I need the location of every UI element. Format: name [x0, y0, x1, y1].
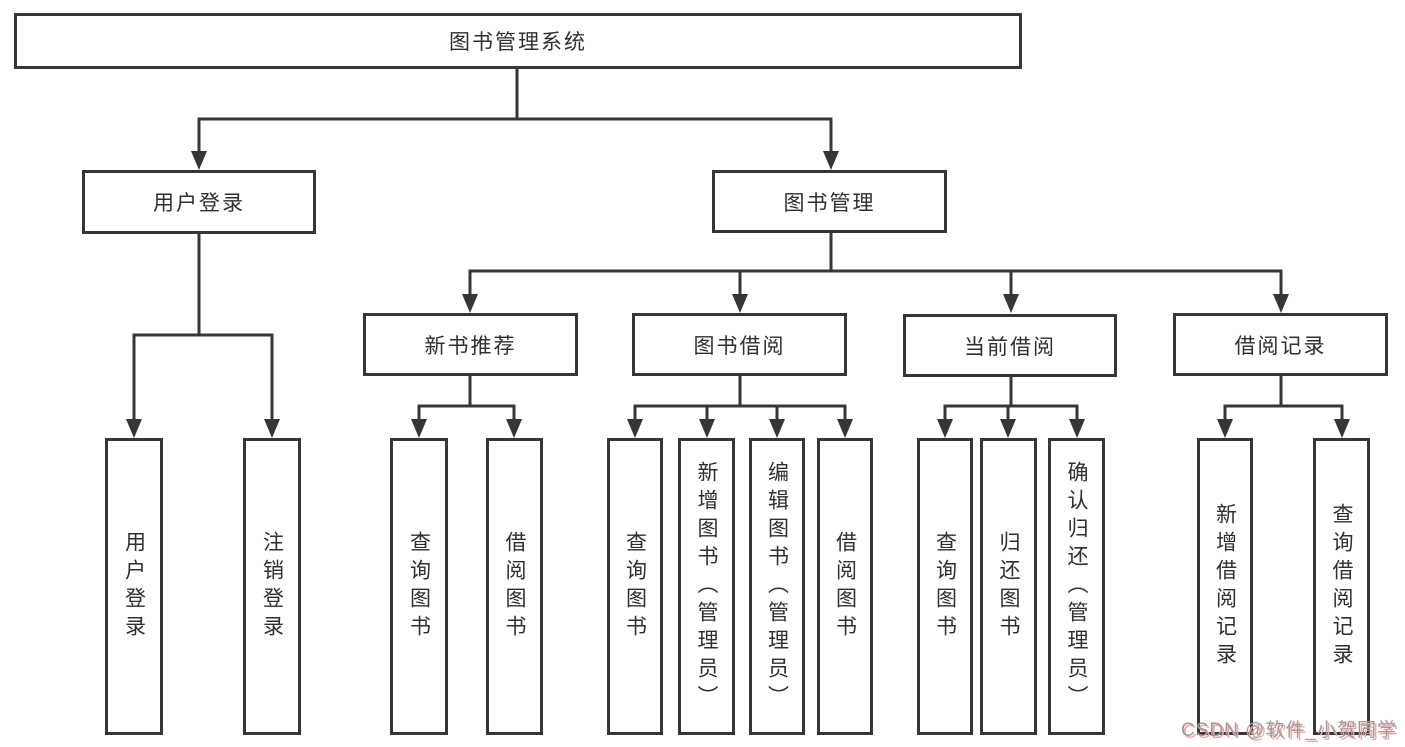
leaf-user-login-label: 用户登录 — [122, 530, 146, 643]
node-user-login: 用户登录 — [82, 170, 316, 234]
leaf-query-books-borrowing: 查询图书 — [607, 438, 663, 735]
leaf-query-books-borrowing-label: 查询图书 — [623, 530, 647, 643]
leaf-confirm-return-admin: 确认归还（管理员） — [1048, 438, 1105, 735]
node-book-management: 图书管理 — [712, 170, 947, 233]
leaf-borrow-books: 借阅图书 — [817, 438, 873, 735]
leaf-return-books: 归还图书 — [980, 438, 1037, 735]
node-new-book-recommendation: 新书推荐 — [363, 313, 578, 376]
leaf-add-borrow-record-label: 新增借阅记录 — [1213, 502, 1237, 671]
leaf-query-books-recommend: 查询图书 — [390, 438, 448, 735]
leaf-edit-books-admin: 编辑图书（管理员） — [749, 438, 805, 735]
leaf-add-books-admin-label: 新增图书（管理员） — [695, 460, 718, 713]
node-current-borrowing: 当前借阅 — [903, 314, 1117, 377]
leaf-query-borrow-record-label: 查询借阅记录 — [1330, 502, 1353, 671]
leaf-query-books-recommend-label: 查询图书 — [407, 530, 431, 643]
node-borrowing-records: 借阅记录 — [1173, 313, 1388, 376]
leaf-query-books-current-label: 查询图书 — [933, 530, 957, 643]
leaf-logout-label: 注销登录 — [260, 530, 284, 643]
node-library-management-system: 图书管理系统 — [14, 13, 1022, 69]
leaf-add-borrow-record: 新增借阅记录 — [1197, 438, 1253, 735]
leaf-borrow-books-label: 借阅图书 — [833, 530, 857, 643]
leaf-query-borrow-record: 查询借阅记录 — [1313, 438, 1370, 735]
leaf-borrow-books-recommend: 借阅图书 — [486, 438, 543, 735]
node-book-borrowing: 图书借阅 — [632, 313, 847, 376]
leaf-edit-books-admin-label: 编辑图书（管理员） — [765, 460, 789, 713]
leaf-confirm-return-admin-label: 确认归还（管理员） — [1065, 460, 1088, 713]
leaf-logout: 注销登录 — [243, 438, 301, 735]
leaf-add-books-admin: 新增图书（管理员） — [678, 438, 735, 735]
leaf-borrow-books-recommend-label: 借阅图书 — [503, 530, 526, 643]
watermark: CSDN @软件_小贺同学 — [1181, 720, 1397, 741]
leaf-query-books-current: 查询图书 — [917, 438, 973, 735]
leaf-return-books-label: 归还图书 — [997, 530, 1020, 643]
leaf-user-login: 用户登录 — [105, 438, 163, 735]
